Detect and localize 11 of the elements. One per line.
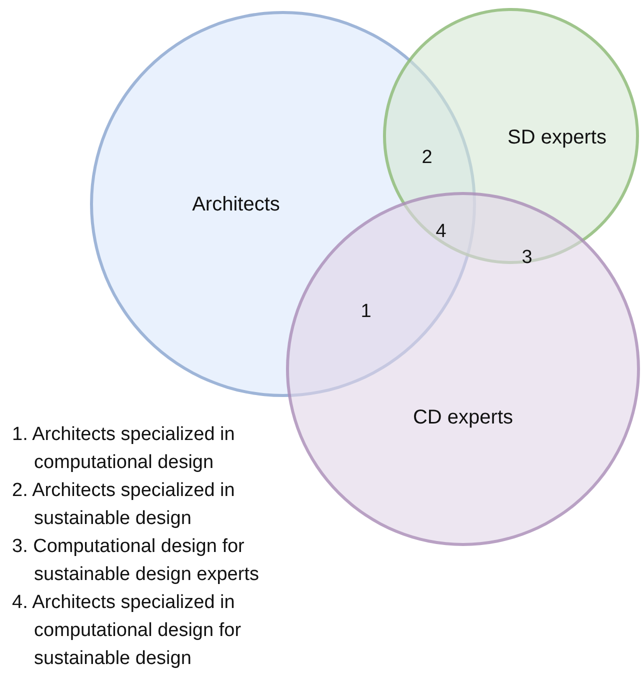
list-item-text: 1. Architects specialized in computational design [12, 423, 236, 475]
region-number: 4 [436, 221, 446, 243]
list-item-text: 4. Architects specialized in computational design for sustainable design [12, 591, 242, 671]
region-number: 1 [360, 301, 372, 323]
region-number: 2 [422, 147, 432, 169]
list-item-text: 2. Architects specialized in sustainable design [12, 479, 236, 531]
circle-label: Architects [192, 194, 280, 216]
list-item-text: 3. Computational design for sustainable design experts [12, 535, 260, 587]
region-number: 3 [522, 247, 532, 269]
circle-label: CD experts [412, 406, 514, 430]
circle-label: SD experts [508, 126, 606, 150]
